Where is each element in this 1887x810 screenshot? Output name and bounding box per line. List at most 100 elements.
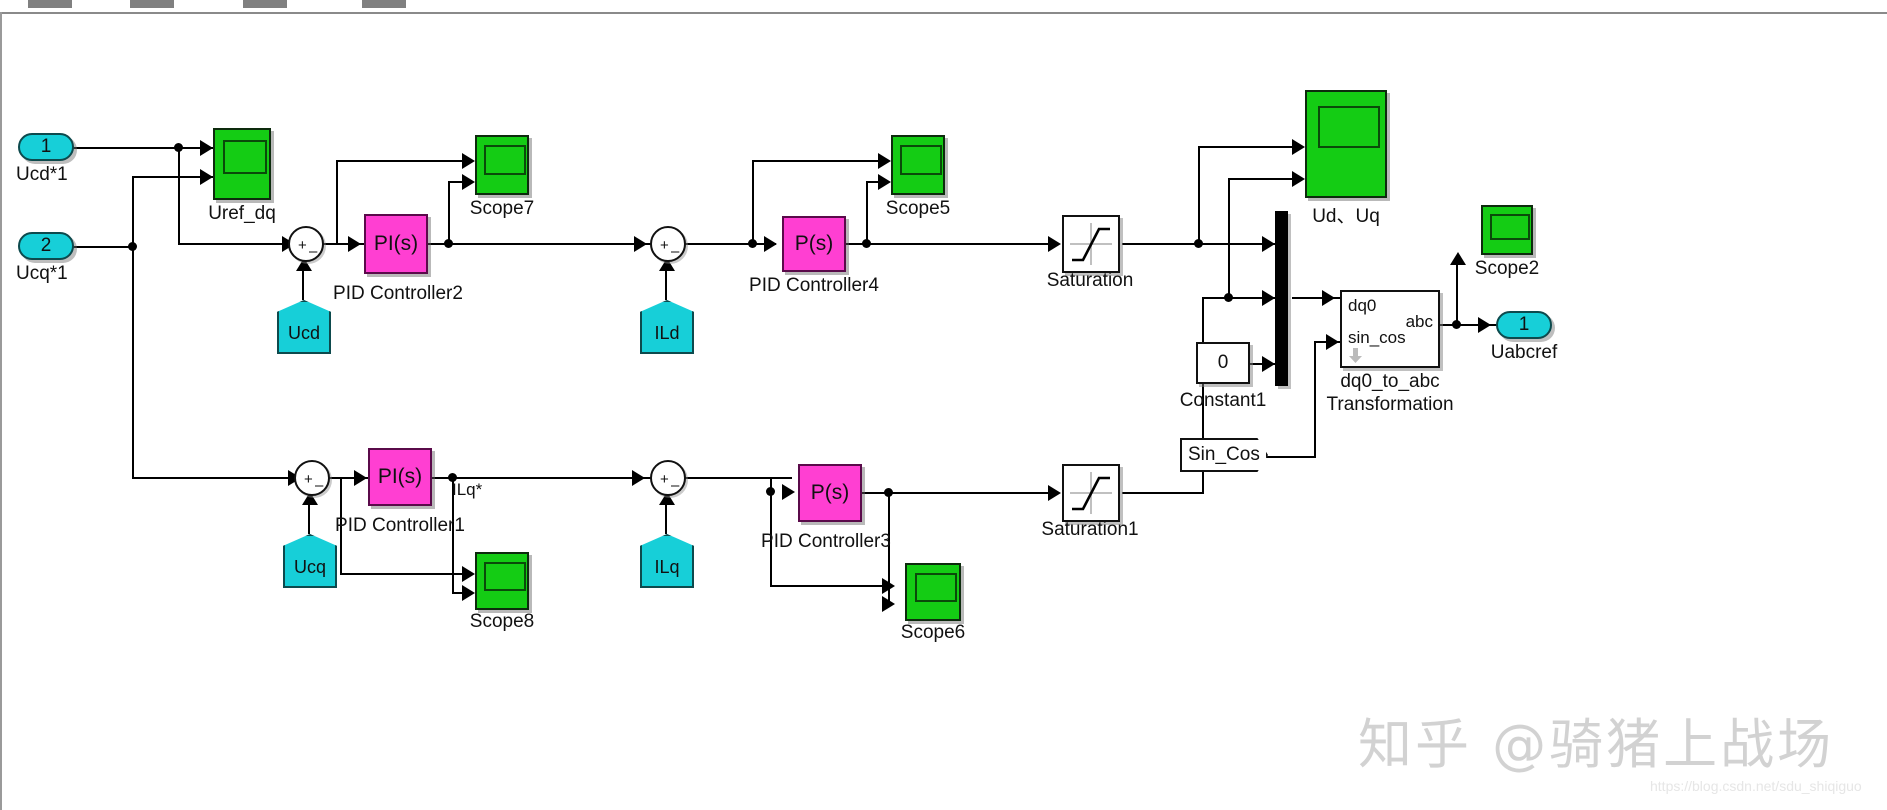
wire-pid1-out [432, 477, 656, 479]
saturation-curve-icon [1070, 472, 1112, 514]
pid-controller-3[interactable]: P(s) [798, 464, 862, 522]
wire-ucq-branch-down [132, 246, 134, 479]
tag-label: Ucq [293, 556, 326, 577]
arrow-head [764, 236, 777, 252]
arrow-head [634, 236, 647, 252]
scope-screen [484, 145, 526, 175]
dq0-to-abc-label-line2: Transformation [1326, 394, 1454, 415]
pid-controller-4[interactable]: P(s) [782, 216, 846, 272]
inport-ucd[interactable]: 1 [18, 133, 74, 161]
toolbar-fragment [0, 0, 1887, 12]
wire-sum2-to-scope5-in1 [752, 160, 888, 162]
mux-block[interactable] [1275, 211, 1288, 386]
scope-2[interactable] [1481, 205, 1533, 255]
sum-sign-plus: + [298, 237, 307, 254]
arrow-head [1262, 290, 1275, 306]
wire-pid1-down-scope8 [452, 477, 454, 594]
arrow-head [348, 236, 361, 252]
sum-block-1[interactable]: + – [288, 226, 324, 262]
port-label-sin-cos: sin_cos [1348, 328, 1406, 347]
toolbar-tab-1[interactable] [28, 0, 72, 8]
tag-ucd[interactable]: Ucd [277, 300, 331, 354]
sum-sign-minus: – [315, 477, 324, 494]
wire-sum4-to-pid3 [682, 477, 792, 479]
pid-controller-2[interactable]: PI(s) [364, 214, 428, 274]
outport-number: 1 [1518, 314, 1530, 335]
sum-block-4[interactable]: + – [650, 460, 686, 496]
pid-transfer-text: P(s) [810, 481, 850, 504]
arrow-head [1262, 236, 1275, 252]
sum-block-3[interactable]: + – [294, 460, 330, 496]
wire-mux-to-dq0 [1292, 297, 1340, 299]
arrow-head [878, 153, 891, 169]
scope-ud-uq[interactable] [1305, 90, 1387, 198]
inport-ucq[interactable]: 2 [18, 232, 74, 260]
toolbar-divider [0, 12, 1887, 14]
wire-pid4-to-scope5-in2 [866, 181, 888, 183]
scope-6[interactable] [905, 563, 961, 621]
wire-ucq-out [72, 246, 136, 248]
wire-sincos-out [1266, 456, 1316, 458]
arrow-head [1450, 252, 1466, 265]
arrow-head [1292, 171, 1305, 187]
saturation-block[interactable] [1062, 215, 1120, 273]
wire-abc-up-scope2 [1456, 262, 1458, 325]
tag-sin-cos[interactable]: Sin_Cos [1180, 438, 1268, 472]
wire-ucd-to-uref [72, 147, 218, 149]
wire-sat1-out [1122, 492, 1204, 494]
scope-2-label: Scope2 [1474, 258, 1540, 279]
wire-sincos-up [1314, 341, 1316, 458]
scope-screen [223, 140, 267, 174]
arrow-head [200, 140, 213, 156]
canvas-left-border [0, 12, 2, 810]
saturation1-block[interactable] [1062, 464, 1120, 522]
tag-label: ILd [654, 322, 680, 343]
toolbar-tab-2[interactable] [130, 0, 174, 8]
scope-screen [484, 562, 526, 591]
scope-uref-dq[interactable] [213, 128, 271, 200]
wire-pid2-up-scope7 [448, 181, 450, 244]
wire-sat1-up [1202, 297, 1204, 494]
tag-ild[interactable]: ILd [640, 300, 694, 354]
arrow-head [354, 470, 367, 486]
constant1-block[interactable]: 0 [1196, 342, 1250, 384]
wire-sat-up-uduq [1198, 146, 1200, 244]
dq0-to-abc-label-line1: dq0_to_abc [1340, 371, 1440, 392]
arrow-head [1262, 356, 1275, 372]
wire-err-to-scope7-in1 [336, 160, 472, 162]
pid-controller-1[interactable]: PI(s) [368, 448, 432, 506]
scope-screen [900, 145, 942, 175]
dq0-to-abc-block[interactable]: dq0 sin_cos abc [1340, 290, 1440, 368]
arrow-head [462, 153, 475, 169]
wire-ilq-up [665, 500, 667, 534]
wire-abc-out [1440, 324, 1500, 326]
tag-ilq[interactable]: ILq [640, 534, 694, 588]
outport-uabcref[interactable]: 1 [1496, 311, 1552, 339]
port-label-abc: abc [1405, 312, 1433, 331]
arrow-head [1322, 290, 1335, 306]
sum-sign-minus: – [671, 243, 680, 260]
arrow-head [1048, 485, 1061, 501]
arrow-head [878, 174, 891, 190]
pid-controller-2-label: PID Controller2 [333, 283, 463, 304]
arrow-head [200, 169, 213, 185]
inport-ucq-label: Ucq*1 [16, 263, 68, 284]
scope-5[interactable] [891, 135, 945, 195]
toolbar-tab-3[interactable] [243, 0, 287, 8]
scope-6-label: Scope6 [900, 622, 966, 643]
signal-label-ilq-star: ILq* [452, 480, 483, 499]
tag-label: Ucd [287, 322, 320, 343]
wire-ucq-up [132, 176, 134, 247]
toolbar-tab-4[interactable] [362, 0, 406, 8]
pid-controller-1-label: PID Controller1 [335, 515, 465, 536]
sum-sign-minus: – [309, 243, 318, 260]
wire-sum2-up-scope5 [752, 160, 754, 244]
scope-7[interactable] [475, 135, 529, 195]
scope-8[interactable] [475, 552, 529, 610]
sum-block-2[interactable]: + – [650, 226, 686, 262]
tag-ucq[interactable]: Ucq [283, 534, 337, 588]
wire-ucd-tag-up [302, 266, 304, 300]
scope-uref-dq-label: Uref_dq [208, 203, 276, 224]
tag-label: Sin_Cos [1188, 444, 1260, 465]
